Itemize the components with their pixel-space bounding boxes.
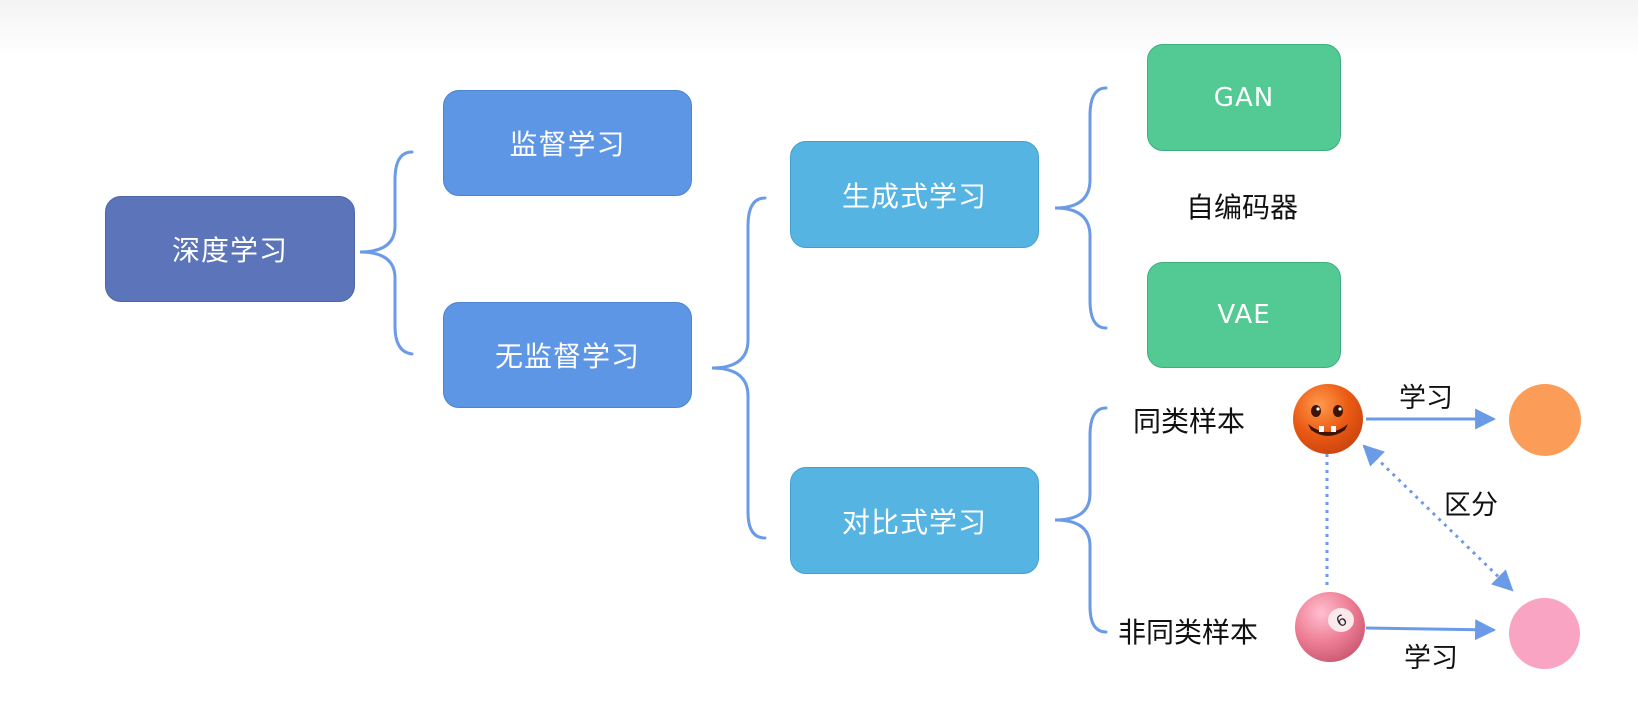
- pink-dot: [1509, 598, 1580, 669]
- brace-contrastive: [1054, 406, 1108, 634]
- label-autoencoder: 自编码器: [1186, 191, 1299, 224]
- pumpkin-face-icon: [1308, 405, 1348, 436]
- orange-dot: [1509, 384, 1581, 456]
- arrow-distinguish: [1362, 444, 1514, 592]
- label-learn-top: 学习: [1399, 383, 1453, 414]
- node-gan: GAN: [1147, 44, 1341, 151]
- node-vae: VAE: [1147, 262, 1341, 368]
- node-generative-learning: 生成式学习: [790, 141, 1039, 248]
- brace-unsupervised: [711, 196, 767, 540]
- pumpkin-ball-icon: [1293, 384, 1363, 454]
- label-learn-bottom: 学习: [1404, 643, 1458, 674]
- arrow-learn-bottom: [1365, 619, 1497, 641]
- node-unsupervised-learning: 无监督学习: [443, 302, 692, 408]
- pink-billiard-ball-icon: 6: [1295, 592, 1365, 662]
- label-same-class-samples: 同类样本: [1133, 405, 1246, 438]
- node-contrastive-learning: 对比式学习: [790, 467, 1039, 574]
- brace-generative: [1054, 86, 1108, 330]
- label-different-class-samples: 非同类样本: [1118, 616, 1259, 649]
- node-supervised-learning: 监督学习: [443, 90, 692, 196]
- label-distinguish: 区分: [1444, 490, 1498, 521]
- node-deep-learning: 深度学习: [105, 196, 355, 302]
- billiard-number-icon: 6: [1328, 608, 1354, 632]
- brace-root: [359, 150, 414, 356]
